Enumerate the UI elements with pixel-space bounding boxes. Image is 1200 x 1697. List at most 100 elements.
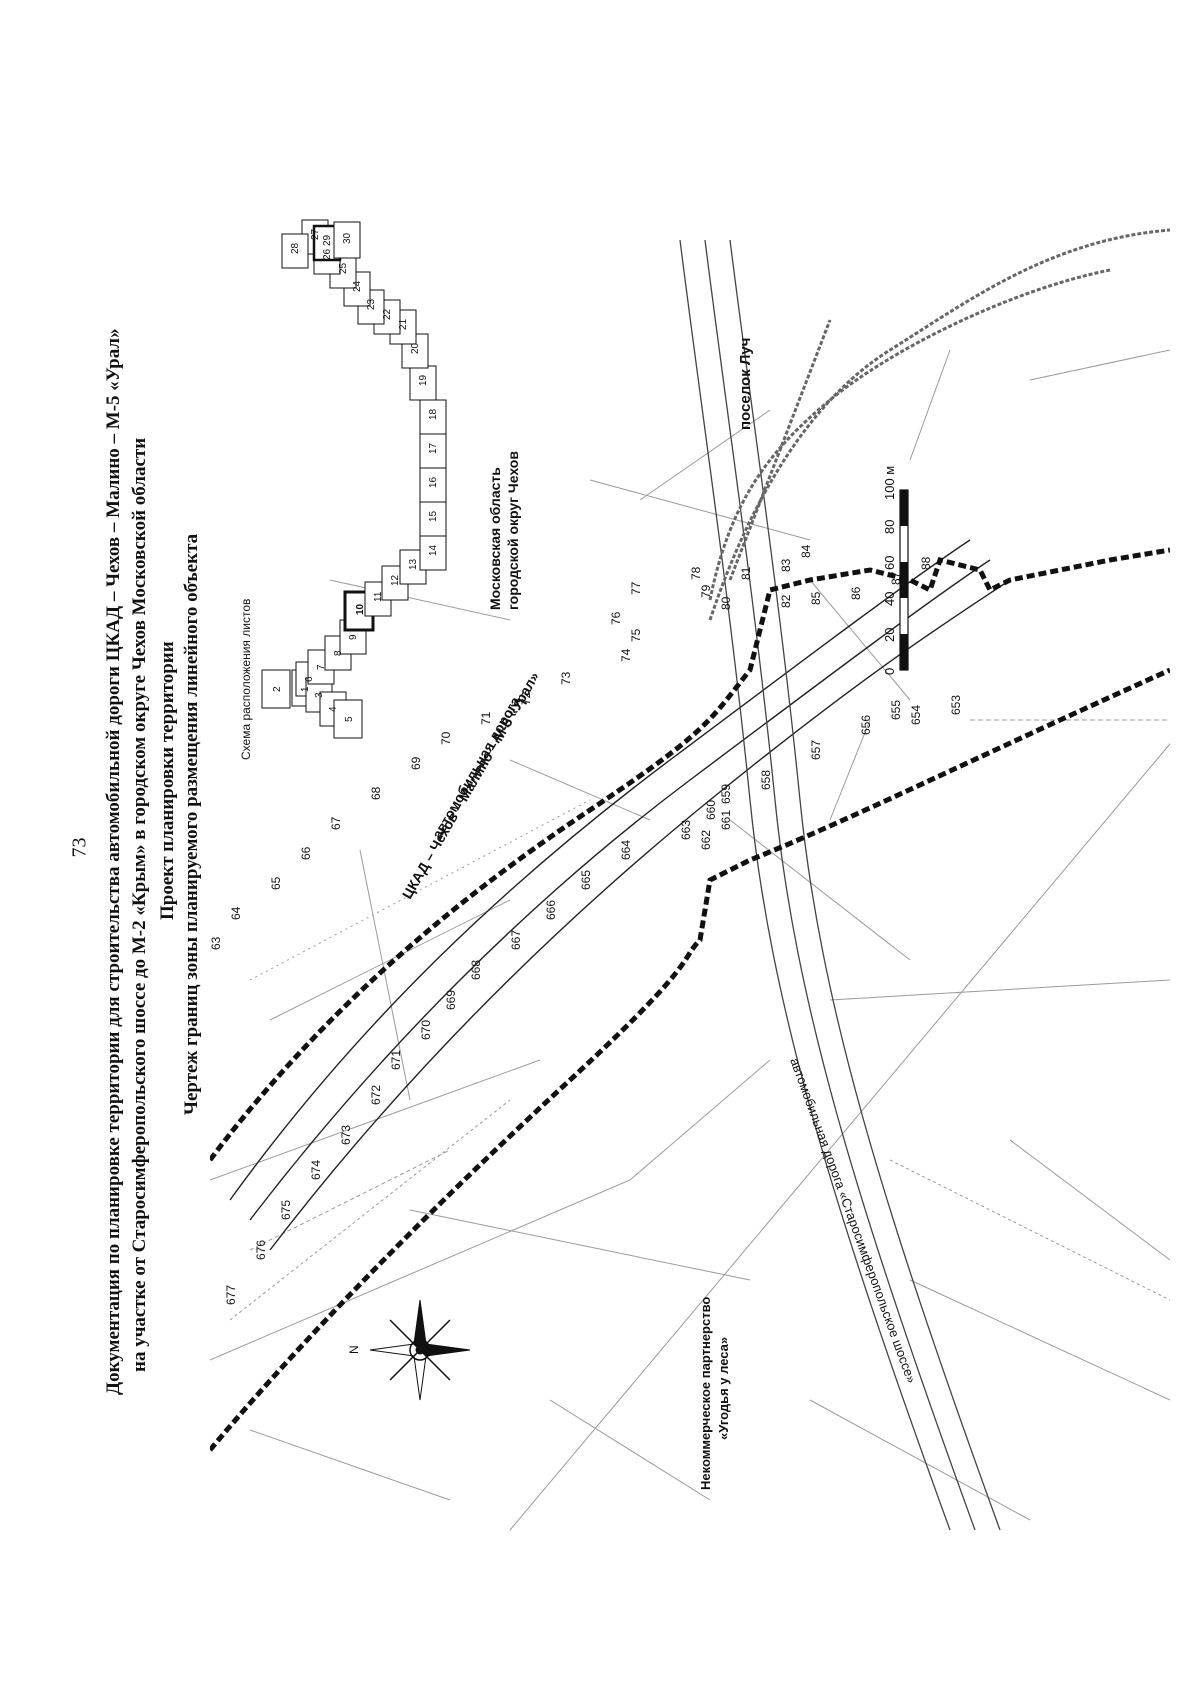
sheet-number: 15	[428, 510, 439, 522]
background-linework	[209, 349, 1191, 1531]
point-label: 672	[369, 1085, 383, 1105]
point-label: 655	[889, 700, 903, 720]
point-label: 669	[444, 990, 458, 1010]
old-road-label: автомобильная дорога «Старосимферопольск…	[787, 1056, 919, 1385]
point-label: 77	[629, 581, 643, 595]
point-label: 74	[619, 648, 633, 662]
point-label: 671	[389, 1050, 403, 1070]
sheet-14	[419, 535, 447, 571]
old-road	[679, 239, 1001, 1531]
sheet-number: 18	[428, 408, 439, 420]
scale-tick: 40	[882, 592, 897, 606]
highway-axis	[229, 539, 1011, 1251]
point-label: 658	[759, 770, 773, 790]
point-label: 85	[809, 591, 823, 605]
point-label: 661	[719, 810, 733, 830]
sheet-number: 5	[344, 716, 355, 722]
point-label: 670	[419, 1020, 433, 1040]
region-label-1: Московская область	[487, 467, 503, 610]
sheet-number: 12	[390, 574, 401, 586]
sheet-number: 16	[428, 476, 439, 488]
scale-tick: 60	[882, 556, 897, 570]
map-svg: N	[208, 219, 1191, 1531]
point-label: 654	[909, 705, 923, 725]
sheet-number: 23	[366, 298, 377, 310]
upper-boundary	[208, 547, 1171, 1162]
sheet-30	[333, 221, 361, 259]
page-number: 73	[68, 837, 91, 858]
partnership-label-2: «Угодья у леса»	[716, 1337, 731, 1440]
village-road	[708, 228, 1171, 621]
sheet-number: 24	[352, 280, 363, 292]
village-label: поселок Луч	[737, 338, 754, 430]
point-label: 84	[799, 544, 813, 558]
lower-boundary	[208, 667, 1172, 1452]
point-label: 86	[849, 586, 863, 600]
scale-bar: 0 20 40 60 80 100 м	[882, 466, 909, 675]
point-label: 80	[719, 596, 733, 610]
point-label: 675	[279, 1200, 293, 1220]
scale-tick: 100 м	[882, 466, 897, 500]
scale-segment	[900, 634, 908, 670]
point-label: 653	[949, 695, 963, 715]
title-line-3: Проект планировки территории	[157, 641, 178, 920]
point-label: 67	[329, 816, 343, 830]
point-label: 71	[479, 711, 493, 725]
point-label: 75	[629, 628, 643, 642]
upper-point-labels: 63 64 65 66 67 68 69 70 71 72 73 74 75 7…	[209, 544, 933, 950]
scale-segment	[900, 490, 908, 526]
sheet-number: 10	[355, 603, 366, 615]
sheet-number: 2	[272, 686, 283, 692]
sheet-number: 9	[348, 634, 359, 640]
sheet-28	[281, 233, 309, 269]
point-label: 666	[544, 900, 558, 920]
planning-map: N	[208, 200, 1191, 1540]
inset-title: Схема расположения листов	[239, 599, 253, 760]
point-label: 668	[469, 960, 483, 980]
sheet-layout-inset	[261, 219, 447, 739]
sheet-number: 19	[418, 374, 429, 386]
sheet-number: 25	[338, 262, 349, 274]
sheet-15	[419, 501, 447, 537]
sheet-18	[419, 399, 447, 435]
scale-tick: 80	[882, 520, 897, 534]
point-label: 656	[859, 715, 873, 735]
sheet-number: 4	[328, 706, 339, 712]
sheet-number: 1	[300, 686, 311, 692]
sheet-17	[419, 433, 447, 469]
point-label: 72	[519, 691, 533, 705]
point-label: 665	[579, 870, 593, 890]
north-label: N	[347, 1345, 361, 1354]
sheet-5	[333, 699, 363, 739]
point-label: 78	[689, 566, 703, 580]
sheet-number: 6	[304, 676, 315, 682]
scale-segment	[900, 562, 908, 598]
sheet-number: 28	[290, 242, 301, 254]
point-label: 81	[739, 566, 753, 580]
sheet-2	[261, 669, 291, 709]
sheet-number: 22	[382, 308, 393, 320]
sheet-number: 8	[333, 650, 344, 656]
partnership-label-1: Некоммерческое партнерство	[698, 1297, 713, 1490]
sheet-number: 29	[322, 234, 333, 246]
point-label: 676	[254, 1240, 268, 1260]
sheet-16	[419, 467, 447, 503]
sheet-number: 11	[373, 591, 384, 602]
point-label: 79	[699, 584, 713, 598]
region-label-2: городской округ Чехов	[505, 451, 521, 610]
sheet-number: 3	[314, 692, 325, 698]
point-label: 88	[919, 556, 933, 570]
point-label: 70	[439, 731, 453, 745]
point-label: 663	[679, 820, 693, 840]
point-label: 68	[369, 786, 383, 800]
point-label: 667	[509, 930, 523, 950]
title-line-1: Документация по планировке территории дл…	[103, 328, 124, 1395]
point-label: 76	[609, 611, 623, 625]
lower-point-labels: 653 654 655 656 657 658 659 660 661 662 …	[224, 695, 963, 1305]
north-arrow: N	[347, 1299, 471, 1401]
point-label: 64	[229, 906, 243, 920]
sheet-number: 13	[408, 558, 419, 570]
point-label: 659	[719, 784, 733, 804]
sheet-number: 27	[310, 228, 321, 240]
sheet-number: 20	[410, 342, 421, 354]
